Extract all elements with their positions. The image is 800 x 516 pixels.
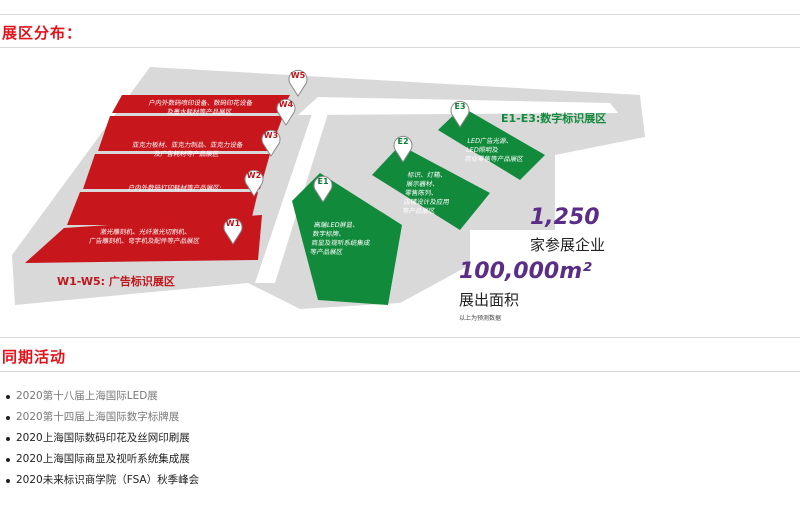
area-label: 展出面积 [459,291,520,309]
hall-w4-shape [98,116,283,151]
hall-w2-code: W2 [246,171,262,180]
hall-e3-desc: LED广告光源、 LED照明及 商业零售等产品展区 [464,137,524,163]
events-list: 2020第十八届上海国际LED展 2020第十四届上海国际数字标牌展 2020上海国… [6,386,199,491]
hall-w3-code: W3 [263,131,279,140]
bullet-icon [6,458,10,462]
top-divider [0,14,800,15]
hall-e2-pin[interactable]: E2 [392,133,414,163]
event-item[interactable]: 2020第十八届上海国际LED展 [6,386,199,407]
hall-w2-shape [67,192,258,225]
hall-e2-shape [372,145,490,230]
hall-w3-pin[interactable]: W3 [260,127,282,157]
corridor-diagonal [255,105,330,283]
bullet-icon [6,437,10,441]
zones-title-divider [0,47,800,48]
map-pin-icon [223,217,243,245]
map-pin-icon [276,98,296,126]
event-item[interactable]: 2020未来标识商学院（FSA）秋季峰会 [6,470,199,491]
hall-e3-shape [438,107,545,180]
hall-w1-code: W1 [225,219,241,228]
bullet-icon [6,395,10,399]
event-title: 2020未来标识商学院（FSA）秋季峰会 [16,474,200,486]
hall-w2-desc: 户内外数码打印耗材等产品展区; [127,184,223,192]
hall-e2-code: E2 [397,137,409,146]
event-item[interactable]: 2020上海国际商显及视听系统集成展 [6,449,199,470]
area-number: 100,000m² [459,259,592,284]
map-pin-icon [261,129,281,157]
event-title: 2020第十四届上海国际数字标牌展 [16,411,180,423]
event-title: 2020上海国际数码印花及丝网印刷展 [16,432,190,444]
hall-w5-code: W5 [290,71,306,80]
hall-w1-pin[interactable]: W1 [222,215,244,245]
map-pin-icon [313,175,333,203]
forecast-note: 以上为预测数据 [459,315,502,322]
hall-e1-code: E1 [317,177,329,186]
hall-e3-code: E3 [454,102,466,111]
exhibitors-label: 家参展企业 [530,236,606,254]
event-title: 2020上海国际商显及视听系统集成展 [16,453,190,465]
map-pin-icon [450,100,470,128]
event-item[interactable]: 2020第十四届上海国际数字标牌展 [6,407,199,428]
hall-w3-shape [83,154,270,189]
hall-w4-pin[interactable]: W4 [275,96,297,126]
hall-w3-desc: 亚克力板材、亚克力制品、亚克力设备 及广告耗材等产品展区 [131,141,244,158]
exhibitors-number: 1,250 [530,205,600,230]
zones-section-title: 展区分布： [2,24,83,42]
event-item[interactable]: 2020上海国际数码印花及丝网印刷展 [6,428,199,449]
green-zone-label: E1-E3:数字标识展区 [501,112,607,125]
hall-w1-desc: 激光雕刻机、光纤激光切割机、 广告雕刻机、弯字机及配件等产品展区 [88,228,201,245]
events-section-title: 同期活动 [2,348,67,366]
hall-w4-code: W4 [278,100,294,109]
event-title: 2020第十八届上海国际LED展 [16,390,158,402]
hall-w4-desc: 户内外数码喷印设备、数码印花设备 及墨水耗材等产品展区 [148,99,254,116]
hall-w5-shape [112,95,290,113]
hall-e3-pin[interactable]: E3 [449,98,471,128]
map-bottom-divider [0,337,800,338]
hall-e1-shape [292,173,402,305]
hall-e1-pin[interactable]: E1 [312,173,334,203]
hall-e1-desc: 高端LED屏显、 数字标牌、 商显及视听系统集成 等产品展区 [309,221,371,256]
hall-w2-pin[interactable]: W2 [243,167,265,197]
bullet-icon [6,416,10,420]
map-pin-icon [288,69,308,97]
map-pin-icon [244,169,264,197]
hall-e2-desc: 标识、灯箱、 展示器材、 零售陈列、 店铺设计及应用 等产品展区 [401,171,450,215]
hall-w1-shape [25,215,262,263]
hall-w5-pin[interactable]: W5 [287,67,309,97]
floor-plan-map: 户内外数码喷印设备、数码印花设备 及墨水耗材等产品展区 亚克力板材、亚克力制品、… [0,55,800,335]
bullet-icon [6,479,10,483]
red-zone-label: W1-W5: 广告标识展区 [57,275,175,288]
events-title-divider [0,371,800,372]
floor-plan-base [12,67,645,309]
map-pin-icon [393,135,413,163]
